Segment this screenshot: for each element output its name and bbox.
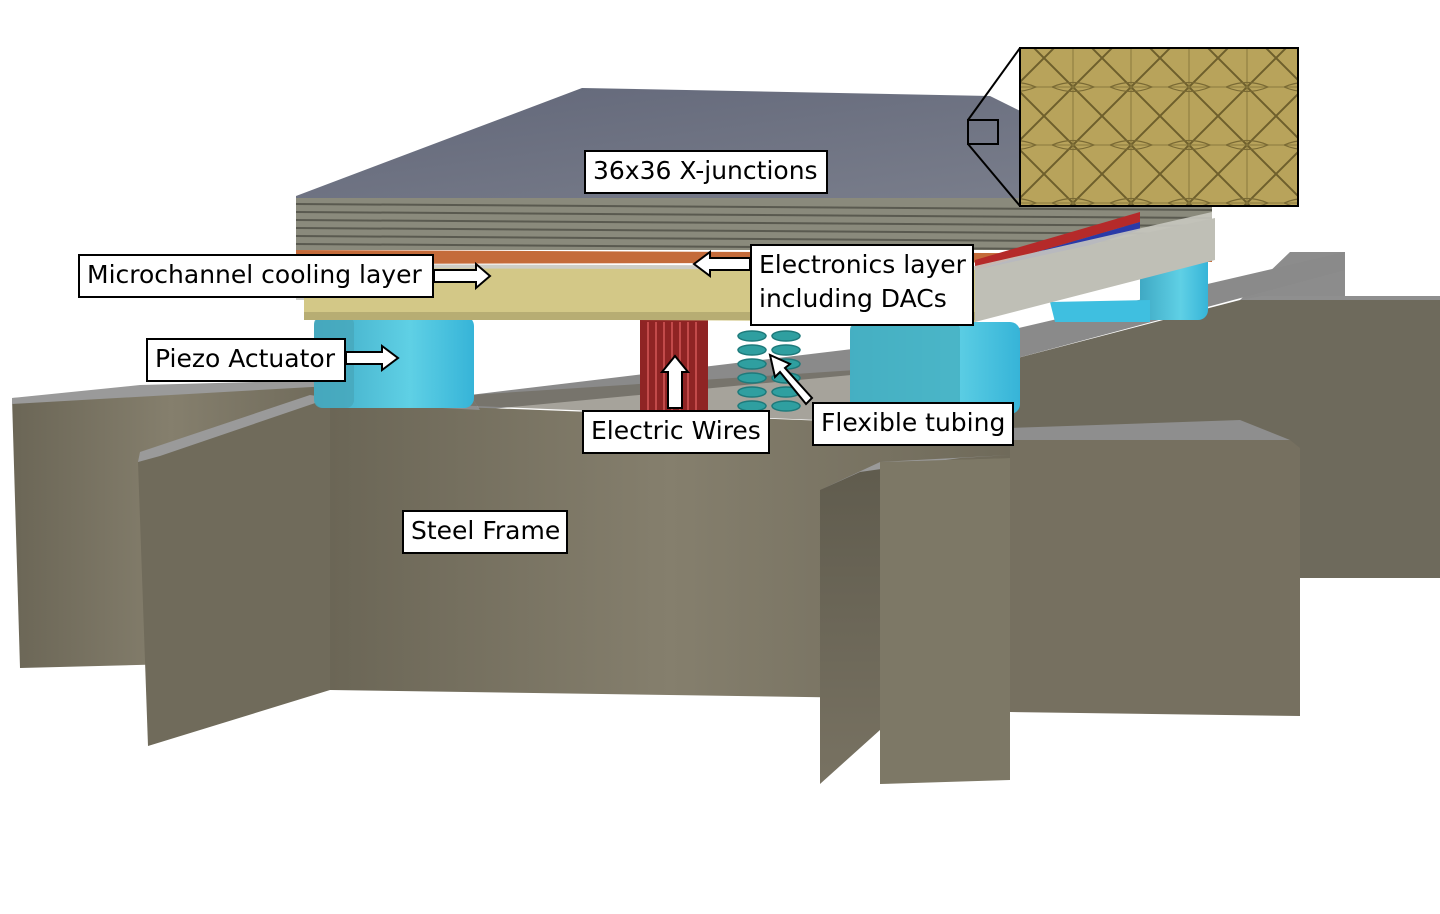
label-piezo-text: Piezo Actuator bbox=[155, 344, 335, 373]
label-electric-wires: Electric Wires bbox=[582, 410, 770, 454]
arrow-electric-wires bbox=[659, 354, 691, 409]
arrow-electronics bbox=[692, 250, 751, 278]
arrow-microchannel bbox=[433, 261, 492, 291]
label-x-junctions: 36x36 X-junctions bbox=[584, 150, 828, 194]
magnified-inset bbox=[967, 47, 1299, 207]
arrow-flexible-tubing bbox=[768, 353, 814, 406]
arrow-piezo bbox=[345, 344, 400, 372]
label-microchannel-text: Microchannel cooling layer bbox=[87, 260, 422, 289]
label-steel-frame: Steel Frame bbox=[402, 510, 568, 554]
label-flexible-tubing: Flexible tubing bbox=[812, 402, 1014, 446]
label-electronics-line2: including DACs bbox=[759, 284, 947, 313]
label-electric-wires-text: Electric Wires bbox=[591, 416, 761, 445]
piezo-actuator-front-right bbox=[850, 322, 1020, 414]
label-electronics-layer: Electronics layer including DACs bbox=[750, 244, 974, 326]
label-steel-frame-text: Steel Frame bbox=[411, 516, 561, 545]
arrows bbox=[345, 250, 814, 409]
label-flexible-tubing-text: Flexible tubing bbox=[821, 408, 1006, 437]
label-electronics-line1: Electronics layer bbox=[759, 250, 966, 279]
label-microchannel-cooling-layer: Microchannel cooling layer bbox=[78, 254, 434, 298]
steel-frame bbox=[12, 252, 1440, 784]
flexible-tubing bbox=[737, 330, 801, 412]
label-x-junctions-text: 36x36 X-junctions bbox=[593, 156, 818, 185]
label-piezo-actuator: Piezo Actuator bbox=[146, 338, 346, 382]
